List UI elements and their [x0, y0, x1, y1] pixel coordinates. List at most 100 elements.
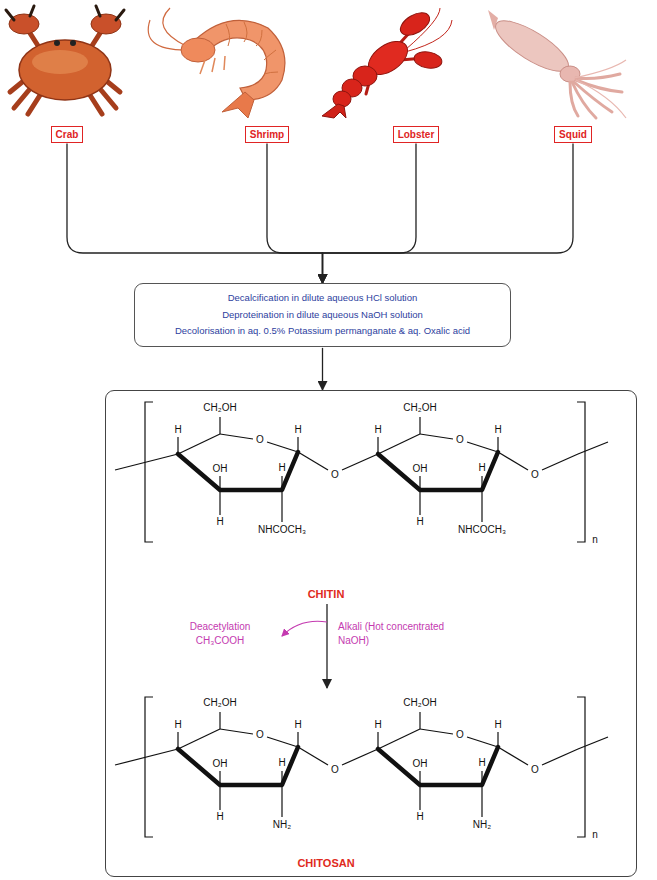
lobster-illustration — [322, 104, 346, 118]
atom-label: OH — [413, 464, 428, 474]
atom-label: H — [374, 425, 381, 435]
atom-label: H — [494, 425, 501, 435]
process-step: Decolorisation in aq. 0.5% Potassium per… — [143, 323, 502, 340]
compound-name: CHITOSAN — [297, 858, 354, 869]
crab-illustration — [96, 6, 124, 20]
atom-label: CH₂OH — [403, 403, 436, 413]
chitosan-structure — [115, 697, 608, 837]
crab-illustration — [6, 6, 124, 114]
shrimp-illustration — [244, 22, 247, 42]
flow-arrow — [323, 144, 574, 284]
atom-label: CH₂OH — [403, 698, 436, 708]
atom-label: n — [592, 830, 598, 840]
compound-name: CHITIN — [308, 589, 345, 600]
crab-illustration — [54, 40, 60, 46]
atom-label: H — [294, 720, 301, 730]
specimen-label: Lobster — [393, 126, 440, 143]
shrimp-illustration — [226, 22, 278, 74]
shrimp-illustration — [148, 8, 285, 118]
lobster-illustration — [322, 8, 452, 118]
lobster-illustration — [333, 91, 351, 107]
atom-label: H — [374, 720, 381, 730]
squid-illustration — [570, 82, 578, 116]
flow-arrow — [322, 348, 323, 390]
atom-label: H — [216, 812, 223, 822]
reagent-note: Alkali (Hot concentrated NaOH) — [338, 620, 456, 647]
atom-label: O — [456, 435, 464, 445]
chitosan-structure — [115, 697, 608, 837]
atom-label: O — [531, 470, 539, 480]
chitin-structure — [115, 402, 608, 542]
atom-label: O — [331, 765, 339, 775]
shrimp-illustration — [212, 58, 215, 72]
atom-label: OH — [213, 464, 228, 474]
atom-label: NH₂ — [473, 820, 491, 830]
atom-label: H — [278, 463, 285, 473]
lobster-illustration — [413, 50, 443, 71]
atom-label: NHCOCH₃ — [258, 525, 306, 535]
atom-label: NHCOCH₃ — [458, 525, 506, 535]
shrimp-illustration — [181, 38, 215, 62]
reaction-arrow — [282, 621, 327, 636]
reaction-arrow — [326, 604, 327, 688]
atom-label: H — [216, 517, 223, 527]
atom-label: H — [416, 812, 423, 822]
specimen-label: Squid — [554, 126, 592, 143]
squid-illustration — [574, 60, 626, 78]
flow-arrow — [323, 144, 416, 284]
crab-illustration — [70, 40, 76, 46]
shrimp-illustration — [264, 72, 278, 74]
shrimp-illustration — [224, 56, 225, 70]
specimen-name: Crab — [56, 129, 79, 140]
reagent-note: Deacetylation CH₃COOH — [178, 620, 262, 647]
shrimp-illustration — [148, 20, 186, 50]
atom-label: CH₂OH — [203, 403, 236, 413]
atom-label: H — [416, 517, 423, 527]
atom-label: OH — [413, 759, 428, 769]
atom-label: OH — [213, 759, 228, 769]
shrimp-illustration — [195, 20, 285, 100]
shrimp-illustration — [222, 92, 254, 118]
atom-label: H — [174, 425, 181, 435]
chitin-structure — [115, 402, 608, 542]
flow-arrow — [267, 144, 323, 284]
crab-illustration — [6, 6, 34, 20]
atom-label: H — [294, 425, 301, 435]
process-box: Decalcification in dilute aqueous HCl so… — [134, 283, 511, 347]
specimen-name: Squid — [559, 129, 587, 140]
shrimp-illustration — [256, 30, 262, 46]
atom-label: NH₂ — [273, 820, 291, 830]
squid-illustration — [574, 60, 626, 118]
specimen-name: Lobster — [398, 129, 435, 140]
process-step: Deproteination in dilute aqueous NaOH so… — [143, 307, 502, 324]
crab-illustration — [32, 50, 88, 74]
process-step: Decalcification in dilute aqueous HCl so… — [143, 290, 502, 307]
atom-label: H — [478, 463, 485, 473]
squid-illustration — [576, 80, 626, 118]
atom-label: O — [331, 470, 339, 480]
atom-label: O — [256, 435, 264, 445]
squid-illustration — [488, 10, 626, 118]
specimen-label: Crab — [51, 126, 84, 143]
shrimp-illustration — [226, 24, 230, 46]
flow-arrow — [67, 144, 323, 284]
atom-label: CH₂OH — [203, 698, 236, 708]
atom-label: O — [256, 730, 264, 740]
shrimp-illustration — [264, 50, 276, 60]
shrimp-illustration — [163, 8, 186, 46]
crab-illustration — [19, 40, 111, 100]
structure-panel: CHITIN CHITOSAN — [105, 390, 637, 877]
atom-label: n — [592, 535, 598, 545]
specimen-label: Shrimp — [245, 126, 289, 143]
crab-illustration — [10, 30, 120, 114]
atom-label: H — [278, 758, 285, 768]
reaction-arrow — [282, 604, 327, 688]
shrimp-illustration — [200, 60, 205, 74]
specimen-name: Shrimp — [250, 129, 284, 140]
atom-label: O — [456, 730, 464, 740]
shrimp-illustration — [200, 56, 225, 74]
atom-label: O — [531, 765, 539, 775]
lobster-illustration — [397, 8, 434, 40]
atom-label: H — [478, 758, 485, 768]
